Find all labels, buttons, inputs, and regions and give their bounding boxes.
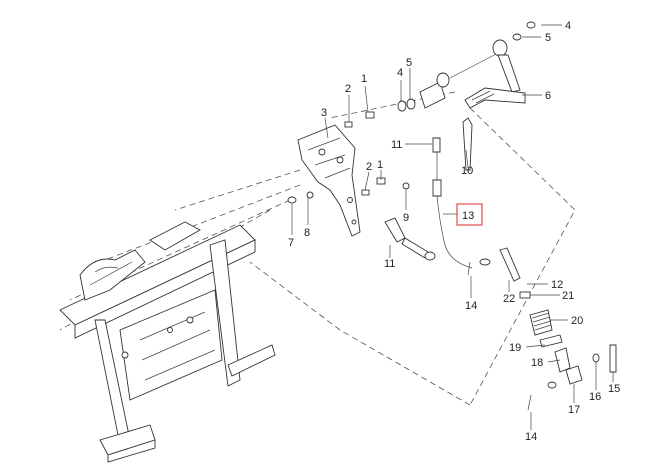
callout-14: 14 xyxy=(465,300,477,312)
callout-labels: 4 5 6 1 2 4 5 3 11 10 2 1 9 7 8 11 12 22… xyxy=(288,20,620,443)
bolt xyxy=(365,111,375,119)
washer xyxy=(397,100,407,112)
callout-15: 15 xyxy=(608,383,620,395)
callout-16: 16 xyxy=(589,391,601,403)
control-cable xyxy=(384,137,473,269)
callout-14: 14 xyxy=(525,431,537,443)
guide-line xyxy=(249,261,471,406)
mounting-bracket xyxy=(297,124,361,237)
pivot-shaft xyxy=(419,51,501,109)
callout-20: 20 xyxy=(571,315,583,327)
callout-19: 19 xyxy=(509,342,521,354)
washer xyxy=(512,33,522,41)
callout-10: 10 xyxy=(461,165,473,177)
callout-11: 11 xyxy=(391,139,402,151)
callout-3: 3 xyxy=(321,107,327,119)
washer xyxy=(306,191,314,199)
callout-1: 1 xyxy=(361,73,367,85)
lower-linkage xyxy=(467,247,617,411)
callout-18: 18 xyxy=(531,357,543,369)
washer xyxy=(592,353,600,363)
callout-12: 12 xyxy=(551,279,563,291)
washer xyxy=(547,381,557,389)
screw-head xyxy=(287,196,297,204)
bolt xyxy=(609,344,617,373)
highlight-box xyxy=(456,203,483,226)
callout-21: 21 xyxy=(562,290,574,302)
nut xyxy=(344,121,353,128)
callout-7: 7 xyxy=(288,237,294,249)
spring xyxy=(529,309,553,336)
guide-line xyxy=(174,169,301,211)
pedal-lever xyxy=(464,39,526,109)
washer xyxy=(406,98,416,110)
nut xyxy=(565,365,583,385)
highlighted-callout[interactable]: 13 xyxy=(456,203,483,226)
main-frame xyxy=(59,221,276,463)
callout-1: 1 xyxy=(377,159,383,171)
callout-17: 17 xyxy=(568,404,580,416)
cotter-pin xyxy=(527,394,532,411)
callout-9: 9 xyxy=(403,212,409,224)
callout-8: 8 xyxy=(304,227,310,239)
callout-13: 13 xyxy=(462,210,474,222)
callout-5: 5 xyxy=(545,32,551,44)
lever-arm xyxy=(554,347,571,373)
nut xyxy=(361,189,370,196)
callout-5: 5 xyxy=(406,57,412,69)
rod-end xyxy=(539,334,563,348)
callout-22: 22 xyxy=(503,293,515,305)
callout-4: 4 xyxy=(397,67,403,79)
callout-6: 6 xyxy=(545,90,551,102)
callout-2: 2 xyxy=(345,83,351,95)
linkage-rod xyxy=(499,247,521,282)
leader-lines xyxy=(291,24,614,430)
callout-4: 4 xyxy=(565,20,571,32)
washer xyxy=(479,258,491,266)
guide-line xyxy=(469,107,576,406)
clip-ring xyxy=(526,21,536,29)
clip xyxy=(402,182,410,190)
callout-11: 11 xyxy=(384,258,395,270)
pin xyxy=(519,291,531,299)
guide-line xyxy=(99,184,301,263)
cotter-pin xyxy=(467,261,471,276)
clevis xyxy=(462,117,473,171)
callout-2: 2 xyxy=(366,161,372,173)
